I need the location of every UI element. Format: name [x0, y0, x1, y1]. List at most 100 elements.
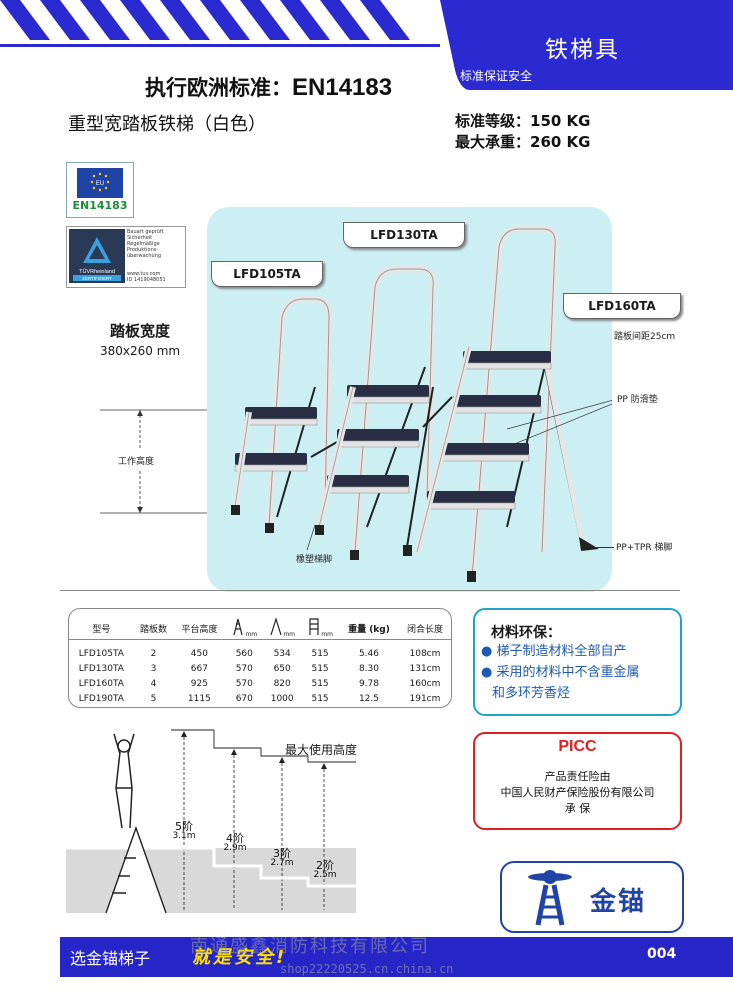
section-divider: [60, 590, 680, 591]
logo-text: 金锚: [590, 887, 647, 917]
watermark-company: 南通盛鑫消防科技有限公司: [190, 936, 430, 957]
max-height-diagram: [66, 729, 356, 914]
model-tag-lfd130ta: LFD130TA: [343, 222, 465, 248]
table-cell: 8.30: [358, 663, 379, 674]
page-number: 004: [647, 946, 677, 962]
spec-table: 型号 踏板数 平台高度 mm mm mm 重量 (kg) 闭合长度 LFD105…: [68, 608, 452, 708]
table-cell: 515: [311, 693, 329, 704]
table-cell: 515: [311, 648, 329, 659]
table-cell: 191cm: [409, 693, 441, 704]
product-name: 重型宽踏板铁梯（白色）: [68, 114, 266, 135]
height-3-label: 3阶: [273, 847, 291, 860]
standard-prefix: 执行欧洲标准：: [145, 76, 292, 100]
tread-width-size: 380x260 mm: [100, 344, 181, 358]
tpr-feet-note: PP+TPR 梯脚: [616, 543, 673, 553]
tuv-certificate: TÜVRheinland ZERTIFIZIERT Bauart geprüft…: [66, 226, 186, 288]
table-cell: 160cm: [409, 678, 441, 689]
tuv-status: ZERTIFIZIERT: [82, 276, 112, 281]
col-steps: 踏板数: [139, 624, 167, 635]
table-cell: 5: [150, 693, 157, 704]
table-cell: 1115: [187, 693, 211, 704]
height-2-value: 2.5m: [313, 870, 337, 880]
table-cell: 560: [235, 648, 253, 659]
model-tag-lfd105ta: LFD105TA: [211, 261, 323, 287]
height-2-label: 2阶: [316, 859, 334, 872]
tuv-web: www.tuv.com: [127, 271, 161, 277]
material-item: ● 采用的材料中不含重金属: [481, 665, 640, 680]
step-spacing-note: 踏板间距25cm: [614, 332, 676, 342]
height-5-label: 5阶: [175, 820, 193, 833]
ladder-height-icon: [233, 618, 244, 635]
height-4-value: 2.9m: [223, 843, 247, 853]
col-unit: mm: [321, 630, 333, 638]
material-title: 材料环保：: [491, 625, 561, 641]
table-cell: LFD105TA: [78, 648, 124, 659]
col-closed-length: 闭合长度: [406, 624, 443, 635]
picc-line: 承 保: [564, 802, 591, 815]
standard-code: EN14183: [292, 74, 393, 101]
tuv-brand: TÜVRheinland: [79, 268, 115, 275]
model-tag-lfd160ta: LFD160TA: [563, 293, 681, 319]
tuv-logo-icon: TÜVRheinland ZERTIFIZIERT: [69, 229, 125, 283]
anti-slip-note: PP 防滑垫: [617, 395, 658, 405]
rubber-feet-note: 橡塑梯脚: [296, 555, 333, 565]
height-5-value: 3.1m: [172, 831, 196, 841]
table-cell: 515: [311, 678, 329, 689]
material-item: ● 梯子制造材料全部自产: [481, 644, 627, 659]
max-value: 260 KG: [530, 133, 591, 151]
height-4-label: 4阶: [226, 832, 244, 845]
table-cell: 9.78: [358, 678, 379, 689]
header-stripes: [0, 0, 440, 62]
anchor-ladder-logo-icon: [528, 870, 572, 926]
ladder-width-icon: [309, 617, 319, 635]
table-cell: 925: [190, 678, 208, 689]
col-height: mm: [225, 615, 263, 641]
ladder-depth-icon: [270, 616, 282, 635]
eu-certificate: EU EN14183: [66, 162, 134, 218]
table-header-divider: [69, 639, 451, 640]
table-cell: 650: [273, 663, 291, 674]
tuv-line: Regelmäßige: [127, 241, 160, 247]
max-height-title: 最大使用高度: [285, 743, 358, 757]
picc-title: PICC: [558, 738, 597, 755]
table-cell: 108cm: [409, 648, 441, 659]
footer-bar: [60, 937, 733, 977]
material-item-text: 采用的材料中不含重金属: [496, 665, 640, 680]
tpr-leader-line: [596, 547, 614, 548]
picc-insurance-box: PICC 产品责任险由 中国人民财产保险股份有限公司 承 保: [473, 732, 682, 830]
table-cell: 570: [235, 678, 253, 689]
table-header-row: 型号 踏板数 平台高度 mm mm mm 重量 (kg) 闭合长度: [69, 615, 451, 641]
material-eco-box: 材料环保： ● 梯子制造材料全部自产 ● 采用的材料中不含重金属 和多环芳香烃: [473, 608, 682, 716]
table-cell: LFD130TA: [78, 663, 124, 674]
ladder-lfd130ta: [315, 265, 453, 560]
col-unit: mm: [283, 630, 296, 638]
material-item: 和多环芳香烃: [492, 686, 571, 701]
person-on-ladder-icon: [113, 733, 135, 829]
col-model: 型号: [92, 624, 111, 635]
max-label: 最大承重：: [455, 133, 531, 151]
standard-line: 执行欧洲标准：EN14183: [145, 72, 392, 102]
tuv-line: überwachung: [127, 253, 162, 259]
table-cell: 667: [190, 663, 208, 674]
material-item-text: 梯子制造材料全部自产: [496, 644, 627, 659]
tuv-text: Bauart geprüft Sicherheit Regelmäßige Pr…: [127, 229, 183, 283]
brand-title: 铁梯具: [545, 37, 620, 63]
tread-width-title: 踏板宽度: [110, 322, 171, 340]
ladder-lfd160ta: [403, 225, 599, 582]
tuv-line: Produktions-: [127, 247, 159, 253]
brand-subtitle: 标准保证安全: [460, 69, 533, 83]
table-cell: 1000: [270, 693, 294, 704]
header-brand-tab: [440, 0, 733, 90]
table-cell: 820: [273, 678, 291, 689]
load-specs: 标准等级：150 KG 最大承重：260 KG: [455, 111, 590, 153]
col-unit: mm: [245, 630, 258, 638]
table-cell: 450: [190, 648, 208, 659]
table-cell: 12.5: [358, 693, 379, 704]
eu-flag-text: EU: [96, 181, 104, 187]
brand-logo: 金锚: [500, 861, 684, 933]
ladder-lfd105ta: [231, 295, 338, 533]
